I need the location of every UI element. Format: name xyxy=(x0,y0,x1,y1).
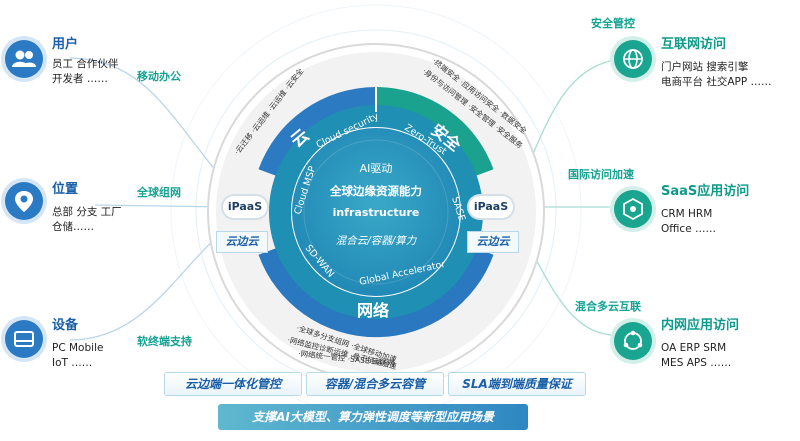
intranet-app-icon xyxy=(614,322,652,360)
core-infrastructure-label: infrastructure xyxy=(333,206,420,219)
globe-icon xyxy=(614,40,652,78)
security-service-items-1: ·终端安全 ·应用访问安全 ·数据安全 xyxy=(431,56,530,136)
internet-desc: 门户网站 搜索引擎 电商平台 社交APP …… xyxy=(661,61,772,88)
ipaas-right[interactable]: iPaaS xyxy=(469,196,513,218)
devices-desc: PC Mobile IoT …… xyxy=(52,342,104,369)
core-ability-label: 全球边缘资源能力 xyxy=(329,184,422,198)
users-connector-label: 移动办公 xyxy=(137,70,181,83)
ring-cloud-label: 云 xyxy=(287,126,313,152)
users-title: 用户 xyxy=(52,37,79,52)
saas-app-icon xyxy=(614,190,652,228)
location-connector-label: 全球组网 xyxy=(137,186,181,199)
device-icon xyxy=(5,320,43,358)
devices-connector-label: 软终端支持 xyxy=(137,335,192,348)
bottom-box-edge-management: 云边端一体化管控 xyxy=(164,372,302,396)
internet-title: 互联网访问 xyxy=(661,37,727,52)
users-desc: 员工 合作伙伴 开发者 …… xyxy=(52,58,119,85)
core-sd-wan: SD-WAN xyxy=(303,243,336,280)
intranet-desc: OA ERP SRM MES APS …… xyxy=(661,342,732,369)
bottom-ai-scenario-bar: 支撑AI大模型、算力弹性调度等新型应用场景 xyxy=(218,404,528,430)
saas-desc: CRM HRM Office …… xyxy=(661,208,716,235)
core-sase: SASE xyxy=(449,196,467,223)
bottom-box-sla: SLA端到端质量保证 xyxy=(448,372,586,396)
core-cloud-msp: Cloud MSP xyxy=(292,165,318,216)
bottom-box-container-cloud: 容器/混合多云容管 xyxy=(306,372,444,396)
core-global-accelerator: Global Accelerator xyxy=(358,259,446,288)
intranet-title: 内网应用访问 xyxy=(661,318,740,333)
location-pin-icon xyxy=(5,182,43,220)
saas-connector-label: 国际访问加速 xyxy=(568,168,634,181)
edge-cloud-left[interactable]: 云边云 xyxy=(216,231,268,253)
core-cloud-security: Cloud security xyxy=(314,111,380,151)
ring-network-label: 网络 xyxy=(357,301,389,320)
devices-title: 设备 xyxy=(52,318,79,333)
ipaas-left[interactable]: iPaaS xyxy=(223,196,267,218)
internet-connector-label: 安全管控 xyxy=(591,17,635,30)
intranet-connector-label: 混合多云互联 xyxy=(575,300,641,313)
saas-title: SaaS应用访问 xyxy=(661,184,750,199)
users-icon xyxy=(5,40,43,78)
location-desc: 总部 分支 工厂 仓储…… xyxy=(52,206,122,233)
core-hybrid-label: 混合云/容器/算力 xyxy=(336,235,418,247)
location-title: 位置 xyxy=(52,182,79,197)
edge-cloud-right[interactable]: 云边云 xyxy=(467,231,519,253)
core-ai-label: AI驱动 xyxy=(360,162,393,175)
